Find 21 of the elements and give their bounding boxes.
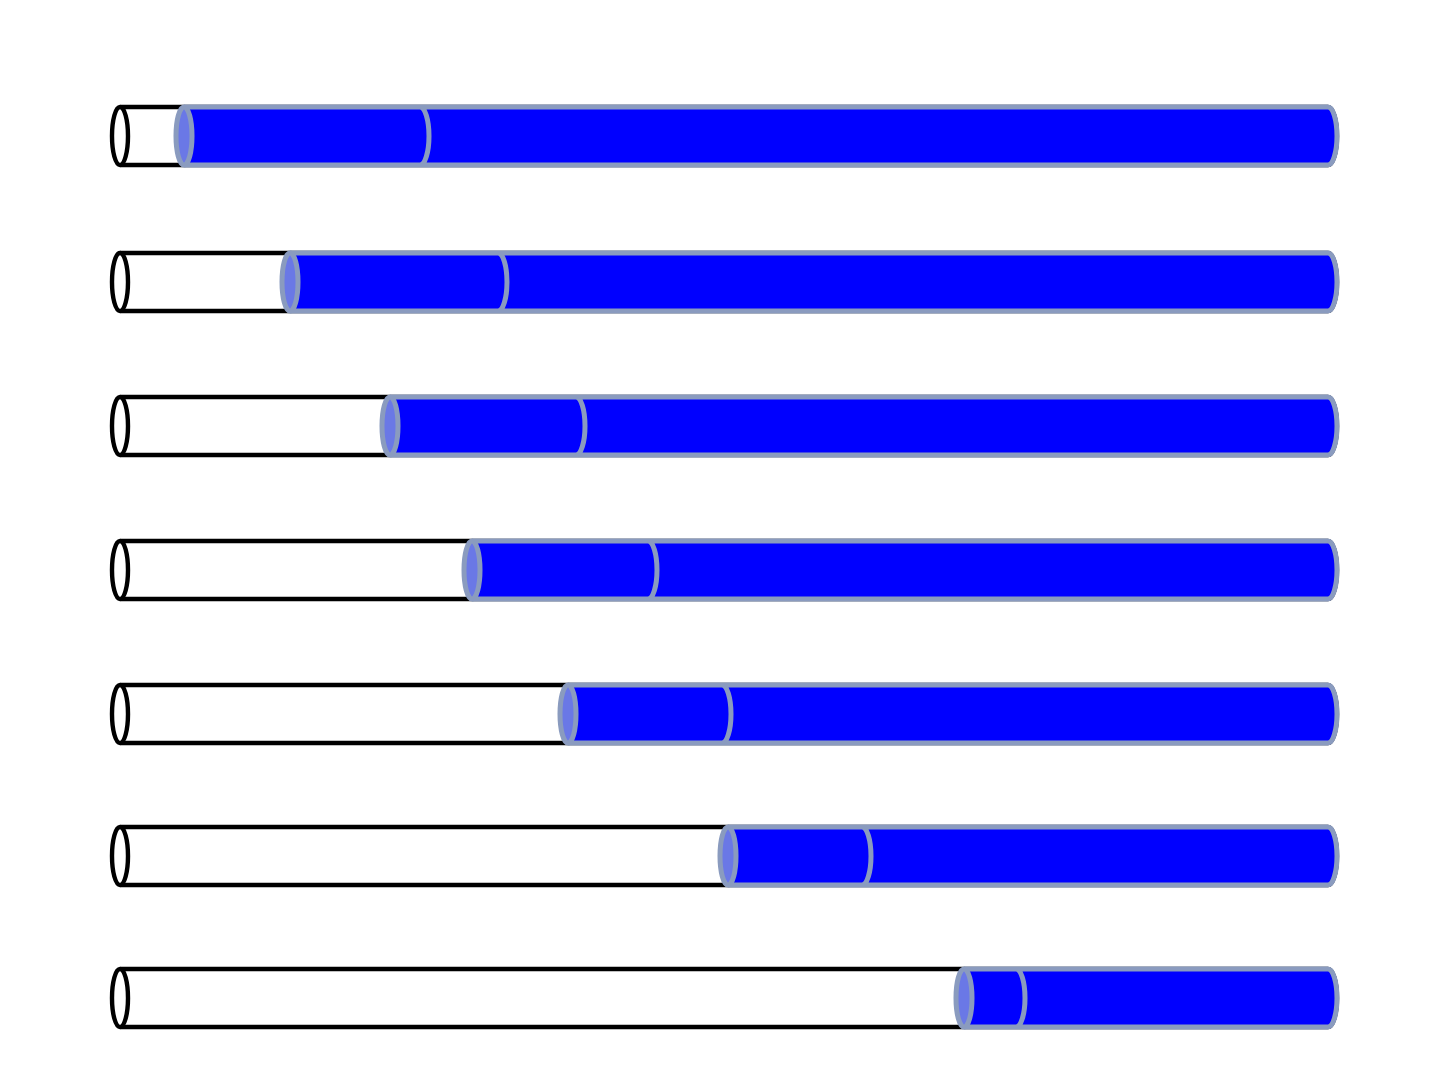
filled-segment: [1028, 966, 1340, 1030]
filled-segment: [952, 966, 1028, 1030]
filled-segment: [378, 394, 588, 458]
tube: [108, 538, 1340, 602]
filled-segment: [588, 394, 1340, 458]
tube: [108, 250, 1340, 314]
filled-segment: [460, 538, 660, 602]
filled-segment: [510, 250, 1340, 314]
tube: [108, 966, 1340, 1030]
filled-segment: [432, 104, 1340, 168]
filled-segment: [172, 104, 432, 168]
filled-segment: [278, 250, 510, 314]
filled-segment: [660, 538, 1340, 602]
filled-segment: [874, 824, 1340, 888]
tube: [108, 104, 1340, 168]
tube: [108, 394, 1340, 458]
filled-segment: [734, 682, 1340, 746]
filled-segment: [716, 824, 874, 888]
filled-segment: [556, 682, 734, 746]
tube: [108, 824, 1340, 888]
tube: [108, 682, 1340, 746]
